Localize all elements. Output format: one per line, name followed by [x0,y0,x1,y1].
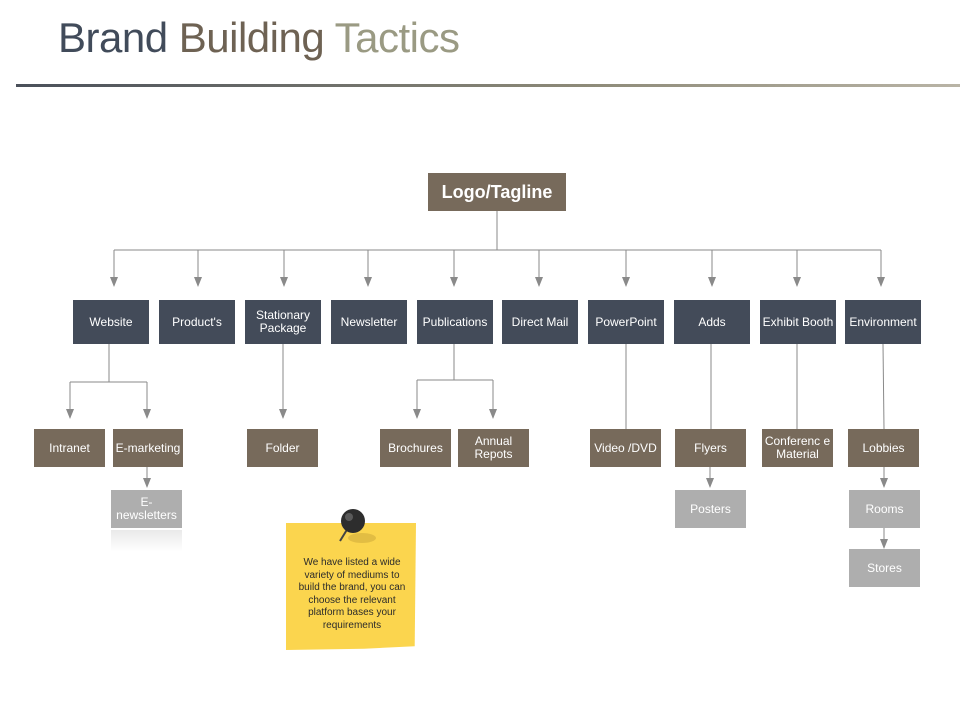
title-word-1: Brand [58,14,168,61]
node-conference-material: Conferenc e Material [762,429,833,467]
node-powerpoint: PowerPoint [588,300,664,344]
title-divider [16,84,960,87]
node-e-newsletters: E- newsletters [111,490,182,528]
node-exhibit-booth: Exhibit Booth [760,300,836,344]
node-website: Website [73,300,149,344]
root-node-logo-tagline: Logo/Tagline [428,173,566,211]
node-posters: Posters [675,490,746,528]
node-publications: Publications [417,300,493,344]
node-flyers: Flyers [675,429,746,467]
node-folder: Folder [247,429,318,467]
node-rooms: Rooms [849,490,920,528]
node-video-dvd: Video /DVD [590,429,661,467]
node-intranet: Intranet [34,429,105,467]
node-annual-repots: Annual Repots [458,429,529,467]
title-word-3: Tactics [334,14,460,61]
node-stationary-package: Stationary Package [245,300,321,344]
node-environment: Environment [845,300,921,344]
sticky-note [286,523,416,650]
pushpin-icon [339,509,376,543]
node-products: Product's [159,300,235,344]
sticky-note-text: We have listed a wide variety of mediums… [298,557,406,631]
node-newsletter: Newsletter [331,300,407,344]
page-title: Brand Building Tactics [58,14,460,62]
node-lobbies: Lobbies [848,429,919,467]
node-adds: Adds [674,300,750,344]
title-word-2: Building [178,14,325,61]
node-direct-mail: Direct Mail [502,300,578,344]
node-brochures: Brochures [380,429,451,467]
node-stores: Stores [849,549,920,587]
node-e-marketing: E-marketing [113,429,183,467]
e-newsletters-reflection [111,530,182,552]
